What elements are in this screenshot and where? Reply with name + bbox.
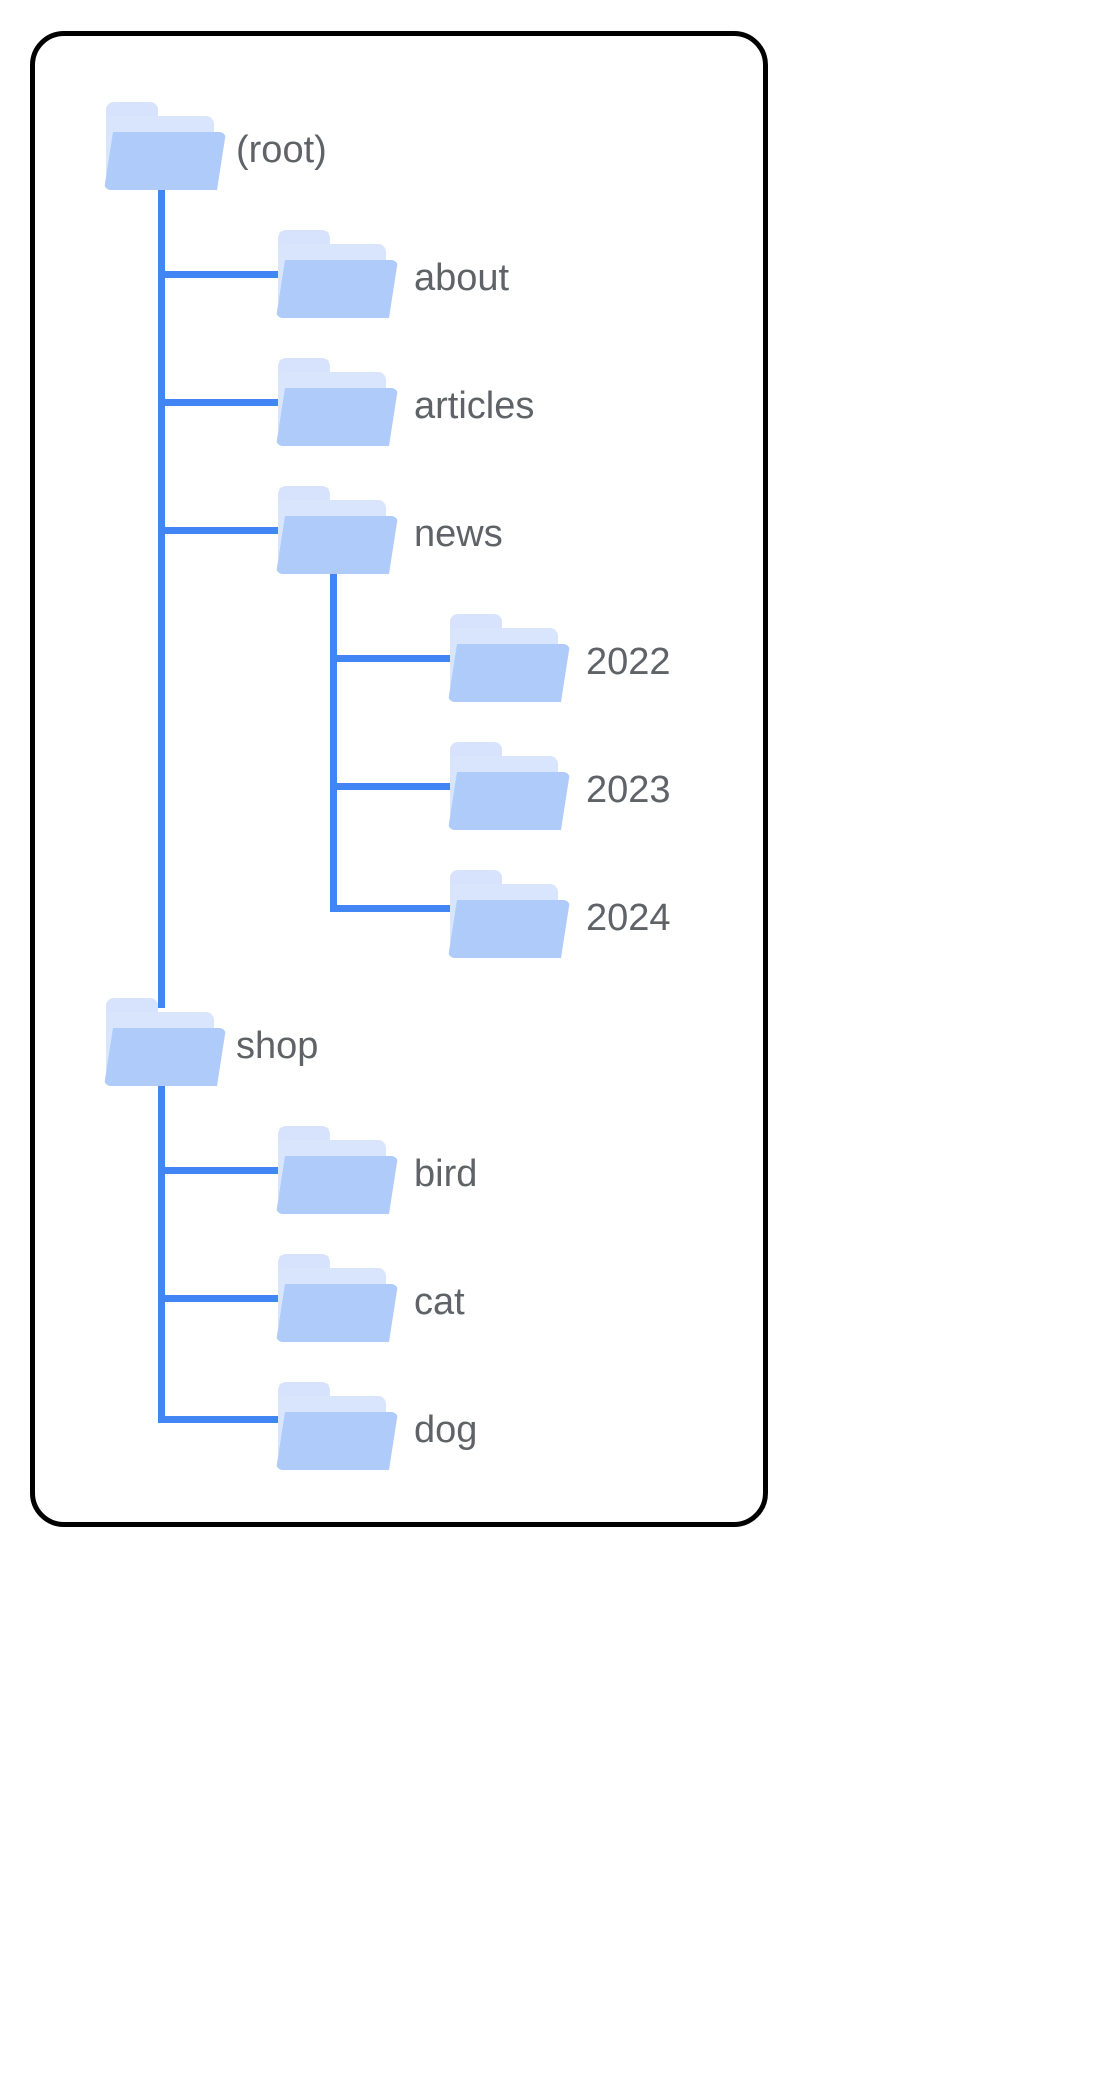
folder-label-dog: dog (414, 1409, 478, 1451)
folder-label-2023: 2023 (586, 769, 671, 811)
diagram-frame (30, 31, 768, 1527)
connector-shop-to-bird (158, 1167, 282, 1174)
folder-front-icon (448, 900, 570, 958)
folder-front-icon (276, 1156, 398, 1214)
connector-root-to-articles (158, 399, 282, 406)
folder-front-icon (276, 1284, 398, 1342)
connector-news-to-2023 (330, 783, 454, 790)
folder-label-shop: shop (236, 1025, 319, 1067)
folder-icon-shop[interactable] (104, 998, 226, 1086)
folder-icon-bird[interactable] (276, 1126, 398, 1214)
folder-label-2024: 2024 (586, 897, 671, 939)
folder-label-2022: 2022 (586, 641, 671, 683)
connector-news-to-2024 (330, 905, 454, 912)
folder-icon-dog[interactable] (276, 1382, 398, 1470)
connector-shop-to-cat (158, 1295, 282, 1302)
folder-front-icon (104, 1028, 226, 1086)
folder-label-articles: articles (414, 385, 535, 427)
folder-label-bird: bird (414, 1153, 478, 1195)
connector-root-to-about (158, 271, 282, 278)
folder-label-about: about (414, 257, 510, 299)
connector-news-trunk (330, 568, 337, 912)
folder-icon-root[interactable] (104, 102, 226, 190)
folder-front-icon (276, 260, 398, 318)
folder-icon-about[interactable] (276, 230, 398, 318)
connector-shop-trunk (158, 1080, 165, 1416)
connector-shop-to-dog (158, 1416, 282, 1423)
folder-label-news: news (414, 513, 503, 555)
connector-root-trunk (158, 184, 165, 1008)
folder-label-root: (root) (236, 129, 327, 171)
folder-icon-2023[interactable] (448, 742, 570, 830)
folder-icon-articles[interactable] (276, 358, 398, 446)
folder-front-icon (276, 516, 398, 574)
folder-icon-2022[interactable] (448, 614, 570, 702)
connector-root-to-shop (158, 1001, 164, 1008)
folder-label-cat: cat (414, 1281, 465, 1323)
folder-icon-cat[interactable] (276, 1254, 398, 1342)
folder-front-icon (448, 772, 570, 830)
folder-front-icon (448, 644, 570, 702)
folder-front-icon (276, 388, 398, 446)
folder-front-icon (276, 1412, 398, 1470)
connector-news-to-2022 (330, 655, 454, 662)
connector-root-to-news (158, 527, 282, 534)
folder-icon-2024[interactable] (448, 870, 570, 958)
folder-front-icon (104, 132, 226, 190)
folder-icon-news[interactable] (276, 486, 398, 574)
